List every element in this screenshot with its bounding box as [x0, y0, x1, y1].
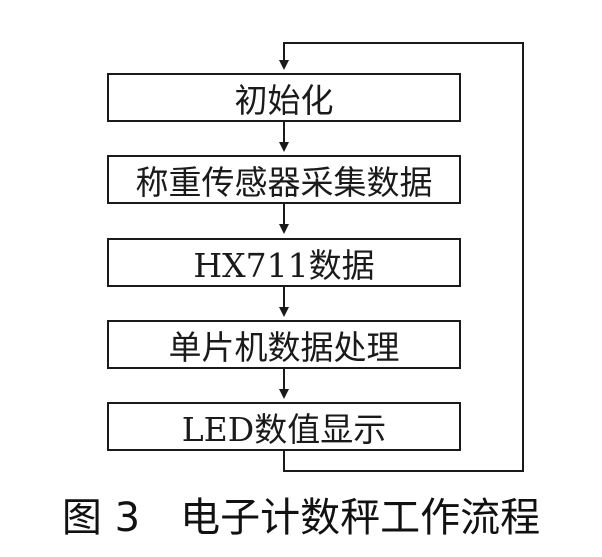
step-sensor-acquire: 称重传感器采集数据: [107, 155, 461, 204]
step-hx711-data: HX711数据: [107, 238, 461, 287]
figure-title: 电子计数秤工作流程: [180, 495, 541, 541]
step-led-display-label: LED数值显示: [181, 409, 387, 449]
step-led-display: LED数值显示: [107, 402, 461, 451]
figure-caption: 图 3 电子计数秤工作流程: [0, 482, 602, 546]
step-initialize: 初始化: [107, 73, 461, 122]
step-initialize-label: 初始化: [234, 80, 334, 120]
feedback-loop-arrow: [279, 42, 524, 472]
step-mcu-processing-label: 单片机数据处理: [168, 327, 400, 367]
figure-number: 图 3: [61, 495, 141, 541]
step-sensor-acquire-label: 称重传感器采集数据: [135, 162, 433, 202]
step-hx711-data-label: HX711数据: [193, 245, 375, 285]
step-mcu-processing: 单片机数据处理: [107, 320, 461, 369]
